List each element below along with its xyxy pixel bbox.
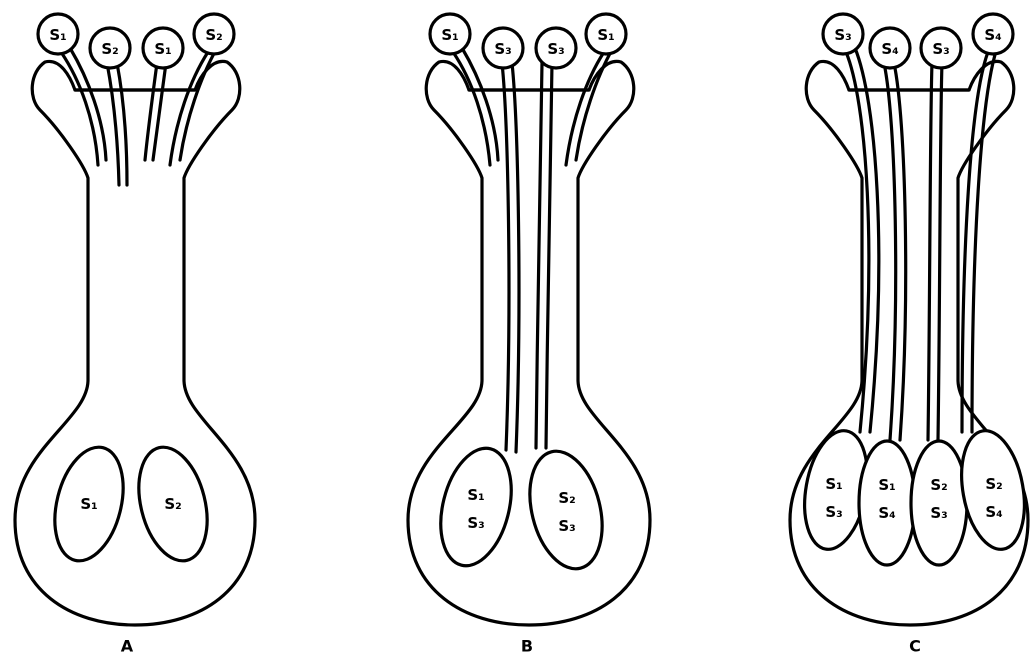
- ovule-label-a-1: S₁: [80, 495, 97, 513]
- pollen-grain-b-2: S₃: [483, 28, 523, 68]
- pistil-outline-a: [15, 61, 255, 625]
- pollen-grain-a-3: S₁: [143, 28, 183, 68]
- pollen-label-a-4: S₂: [205, 26, 222, 44]
- ovule-label-b-2b: S₃: [558, 517, 575, 535]
- ovule-label-c-1a: S₁: [825, 475, 842, 493]
- pollen-label-c-1: S₃: [834, 26, 851, 44]
- pollen-grain-b-1: S₁: [430, 14, 470, 54]
- panel-label-b: B: [521, 637, 533, 656]
- pollen-label-b-1: S₁: [441, 26, 458, 44]
- ovule-label-c-3b: S₃: [930, 504, 947, 522]
- ovule-label-c-4a: S₂: [985, 475, 1002, 493]
- pollen-grain-a-4: S₂: [194, 14, 234, 54]
- pollen-grain-a-1: S₁: [38, 14, 78, 54]
- pollen-grain-b-3: S₃: [536, 28, 576, 68]
- panel-a: S₁ S₂ S₁ S₂ S₁ S₂ A: [15, 14, 255, 656]
- ovule-label-c-2a: S₁: [878, 476, 895, 494]
- pollen-grain-c-1: S₃: [823, 14, 863, 54]
- pollen-label-c-4: S₄: [984, 26, 1001, 44]
- panel-c: S₃ S₄ S₃ S₄ S₁ S₃ S₁ S₄ S₂ S₃: [790, 14, 1032, 656]
- pollen-label-b-3: S₃: [547, 40, 564, 58]
- panel-label-c: C: [909, 637, 921, 656]
- panel-label-a: A: [121, 637, 134, 656]
- pollen-grain-b-4: S₁: [586, 14, 626, 54]
- pollen-label-a-1: S₁: [49, 26, 66, 44]
- pollen-grain-c-4: S₄: [973, 14, 1013, 54]
- pollen-grain-c-2: S₄: [870, 28, 910, 68]
- pollen-label-c-3: S₃: [932, 40, 949, 58]
- ovule-label-b-2a: S₂: [558, 489, 575, 507]
- ovule-label-a-2: S₂: [164, 495, 181, 513]
- ovule-label-b-1b: S₃: [467, 514, 484, 532]
- ovule-c-2: S₁ S₄: [859, 441, 915, 565]
- ovule-label-c-4b: S₄: [985, 503, 1002, 521]
- pollen-label-b-2: S₃: [494, 40, 511, 58]
- ovule-c-3: S₂ S₃: [911, 441, 967, 565]
- ovule-label-c-1b: S₃: [825, 503, 842, 521]
- pollen-label-a-3: S₁: [154, 40, 171, 58]
- pollen-label-c-2: S₄: [881, 40, 898, 58]
- ovule-label-b-1a: S₁: [467, 486, 484, 504]
- pollen-label-a-2: S₂: [101, 40, 118, 58]
- pollen-grain-a-2: S₂: [90, 28, 130, 68]
- ovule-label-c-2b: S₄: [878, 504, 895, 522]
- pollen-grain-c-3: S₃: [921, 28, 961, 68]
- pollen-label-b-4: S₁: [597, 26, 614, 44]
- panel-b: S₁ S₃ S₃ S₁ S₁ S₃ S₂ S₃ B: [408, 14, 650, 656]
- ovule-label-c-3a: S₂: [930, 476, 947, 494]
